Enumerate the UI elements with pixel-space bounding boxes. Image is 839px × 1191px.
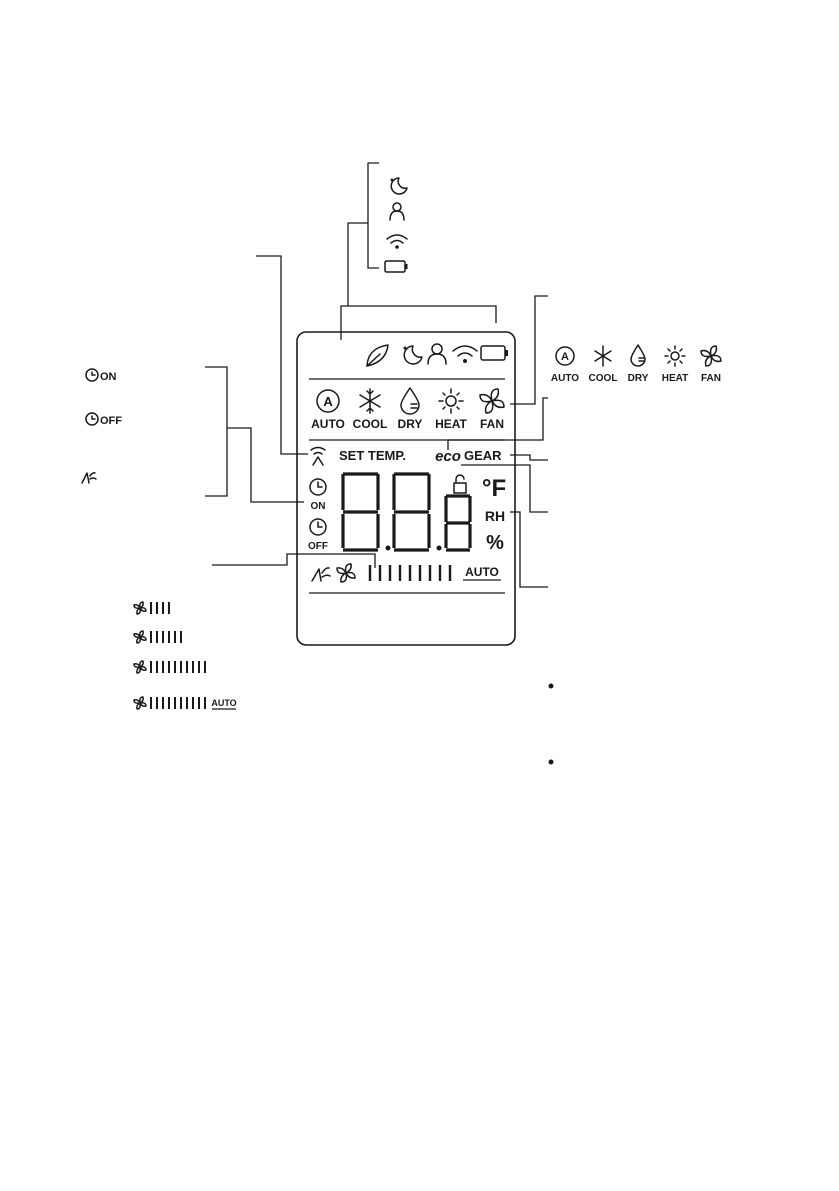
right-mode-label-cool: COOL — [589, 373, 618, 384]
sun-icon — [664, 345, 686, 367]
digit-1 — [341, 472, 391, 552]
svg-text:A: A — [561, 351, 569, 363]
right-mode-legend: A AUTO COOL DRY HEAT FAN — [551, 344, 722, 384]
digit-3 — [444, 494, 472, 552]
legend-timer-on — [85, 368, 99, 382]
lcd-panel — [296, 331, 516, 646]
timer-on-icon — [309, 478, 327, 496]
legend-timer-off — [85, 412, 99, 426]
battery-icon — [384, 260, 408, 273]
droplet-icon — [400, 387, 420, 415]
gear-label: GEAR — [464, 448, 502, 463]
percent-label: % — [486, 532, 504, 554]
legend-fan-icon — [133, 660, 147, 674]
snowflake-icon — [359, 388, 381, 414]
mode-label-auto: AUTO — [311, 417, 345, 431]
fan-speed-legend — [133, 601, 206, 710]
timer-off-icon — [309, 518, 327, 536]
fan-icon — [700, 345, 722, 367]
set-temp-label: SET TEMP. — [339, 448, 406, 463]
mode-label-cool: COOL — [353, 417, 388, 431]
timer-off-label: OFF — [308, 541, 328, 552]
legend-timer-off-label: OFF — [100, 415, 122, 427]
fan-icon — [336, 563, 356, 583]
right-mode-label-dry: DRY — [628, 373, 649, 384]
person-icon — [389, 202, 405, 221]
mode-label-dry: DRY — [398, 417, 423, 431]
right-mode-label-heat: HEAT — [662, 373, 688, 384]
bullet — [548, 759, 554, 765]
bullet — [548, 683, 554, 689]
eco-label: eco — [435, 448, 461, 465]
fan-icon — [479, 388, 505, 414]
sleep-icon — [403, 345, 423, 365]
lcd-mode-row: A — [316, 387, 505, 415]
mode-label-fan: FAN — [480, 417, 504, 431]
digit-2 — [392, 472, 442, 552]
leaf-icon — [366, 344, 389, 367]
wifi-icon — [452, 345, 478, 363]
legend-fan-icon — [133, 630, 147, 644]
right-mode-label-fan: FAN — [701, 373, 721, 384]
fan-speed-bars — [368, 565, 452, 581]
right-mode-label-auto: AUTO — [551, 373, 579, 384]
lcd-mode-labels: AUTO COOL DRY HEAT FAN — [311, 417, 504, 431]
legend-fan-icon — [133, 601, 147, 615]
sleep-icon — [390, 177, 408, 195]
fahrenheit-label: °F — [482, 475, 506, 502]
auto-mode-icon: A — [555, 346, 575, 366]
lock-icon — [453, 474, 467, 494]
fan-auto-label: AUTO — [465, 565, 499, 579]
svg-text:A: A — [323, 394, 333, 409]
snowflake-icon — [594, 345, 612, 367]
rh-label: RH — [485, 508, 505, 524]
swing-icon — [311, 567, 331, 582]
legend-fan-icon — [133, 696, 147, 710]
sun-icon — [438, 388, 464, 414]
mode-label-heat: HEAT — [435, 417, 467, 431]
status-icons-column — [384, 177, 408, 273]
auto-mode-icon: A — [316, 389, 340, 413]
legend-timer-on-label: ON — [100, 371, 117, 383]
lcd-status-row — [366, 343, 508, 367]
wifi-icon — [386, 234, 408, 249]
temperature-digits — [341, 472, 472, 552]
person-icon — [427, 343, 447, 365]
battery-icon — [480, 345, 508, 361]
timer-on-label: ON — [311, 501, 326, 512]
signal-icon — [310, 446, 326, 466]
legend-swing-icon — [81, 472, 97, 484]
droplet-icon — [630, 344, 646, 367]
legend-fan-auto-label: AUTO — [211, 698, 236, 708]
